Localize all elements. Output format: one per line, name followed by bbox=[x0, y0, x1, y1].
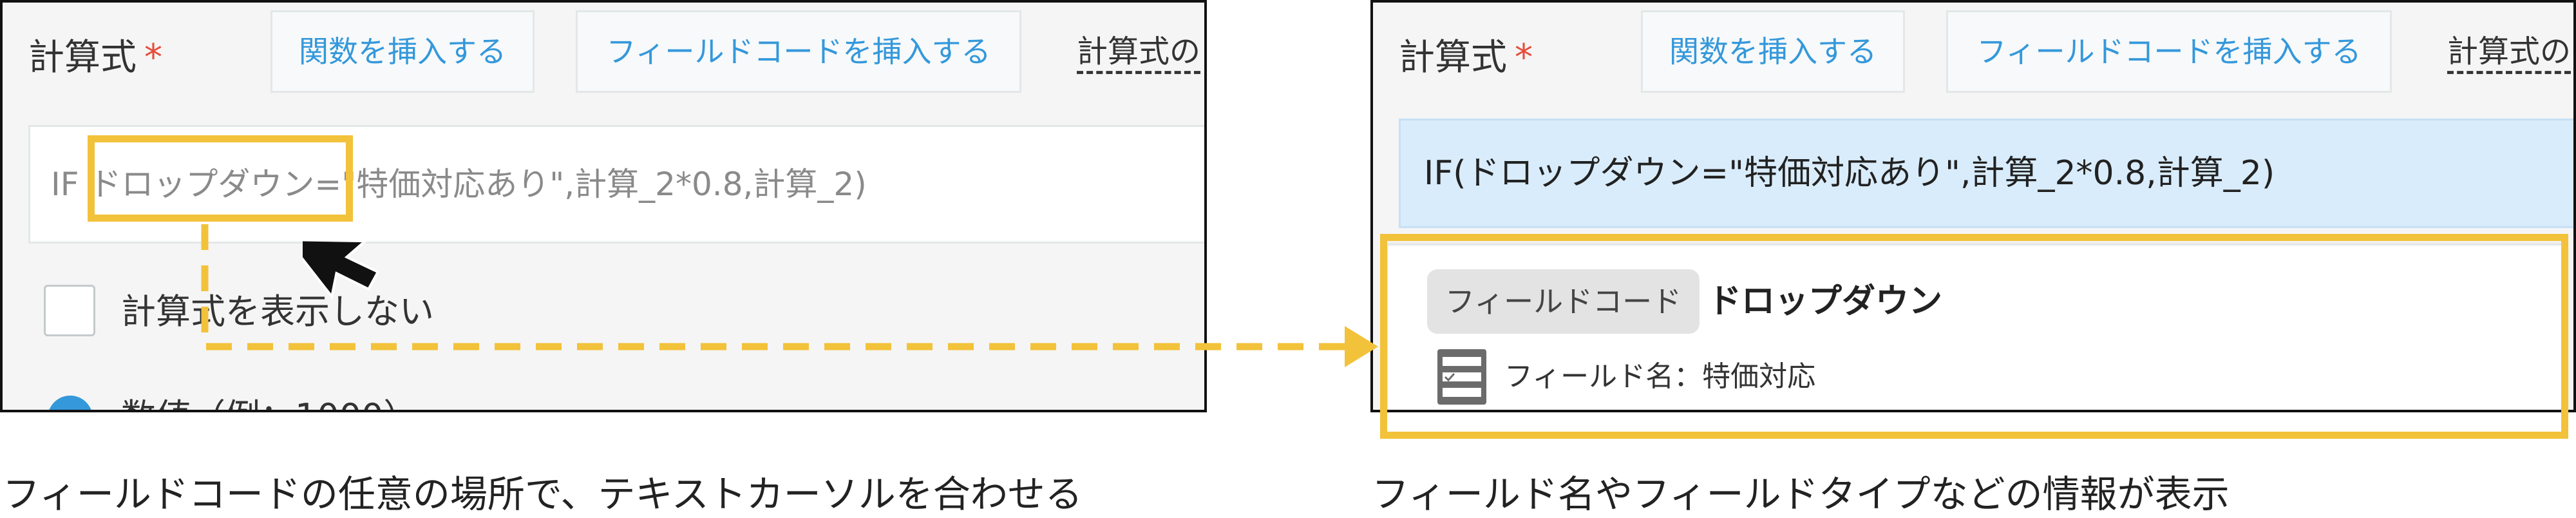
left-screenshot-panel: 計算式* 関数を挿入する フィールドコードを挿入する 計算式の IF ドロップダ… bbox=[0, 0, 1207, 412]
formula-label-text: 計算式 bbox=[28, 37, 137, 79]
formula-help-link[interactable]: 計算式の bbox=[2447, 34, 2571, 70]
tooltip-highlight bbox=[1380, 234, 2568, 439]
right-caption: フィールド名やフィールドタイプなどの情報が表示 bbox=[1372, 472, 2230, 516]
insert-function-button[interactable]: 関数を挿入する bbox=[270, 10, 535, 93]
formula-input[interactable]: IF ドロップダウン="特価対応あり",計算_2*0.8,計算_2) bbox=[28, 125, 1204, 244]
number-format-radio[interactable] bbox=[48, 396, 93, 410]
number-format-label: 数値（例：1000） bbox=[121, 388, 418, 410]
formula-input-text: IF(ドロップダウン="特価対応あり",計算_2*0.8,計算_2) bbox=[1424, 154, 2275, 193]
field-code-value: ドロップダウン bbox=[1708, 282, 1943, 321]
formula-label: 計算式* bbox=[1399, 28, 1533, 81]
hide-formula-checkbox[interactable] bbox=[44, 285, 95, 336]
field-name-label: フィールド名：特価対応 bbox=[1504, 360, 1816, 393]
right-screenshot-panel: 計算式* 関数を挿入する フィールドコードを挿入する 計算式の IF(ドロップダ… bbox=[1370, 0, 2576, 412]
insert-function-button[interactable]: 関数を挿入する bbox=[1641, 10, 1905, 93]
field-code-chip: フィールドコード bbox=[1427, 269, 1700, 334]
insert-field-code-button[interactable]: フィールドコードを挿入する bbox=[576, 10, 1021, 93]
insert-field-code-button[interactable]: フィールドコードを挿入する bbox=[1946, 10, 2392, 93]
mouse-pointer-icon bbox=[303, 238, 380, 300]
formula-label-text: 計算式 bbox=[1399, 37, 1507, 79]
formula-input-text: IF ドロップダウン="特価対応あり",計算_2*0.8,計算_2) bbox=[51, 166, 867, 203]
formula-label: 計算式* bbox=[28, 28, 162, 81]
formula-input[interactable]: IF(ドロップダウン="特価対応あり",計算_2*0.8,計算_2) bbox=[1399, 119, 2573, 228]
required-mark: * bbox=[1515, 37, 1533, 79]
table-field-icon bbox=[1437, 349, 1486, 405]
field-code-highlight bbox=[88, 135, 353, 222]
left-caption: フィールドコードの任意の場所で、テキストカーソルを合わせる bbox=[3, 472, 1083, 516]
required-mark: * bbox=[144, 37, 162, 79]
formula-help-link[interactable]: 計算式の bbox=[1077, 34, 1201, 70]
